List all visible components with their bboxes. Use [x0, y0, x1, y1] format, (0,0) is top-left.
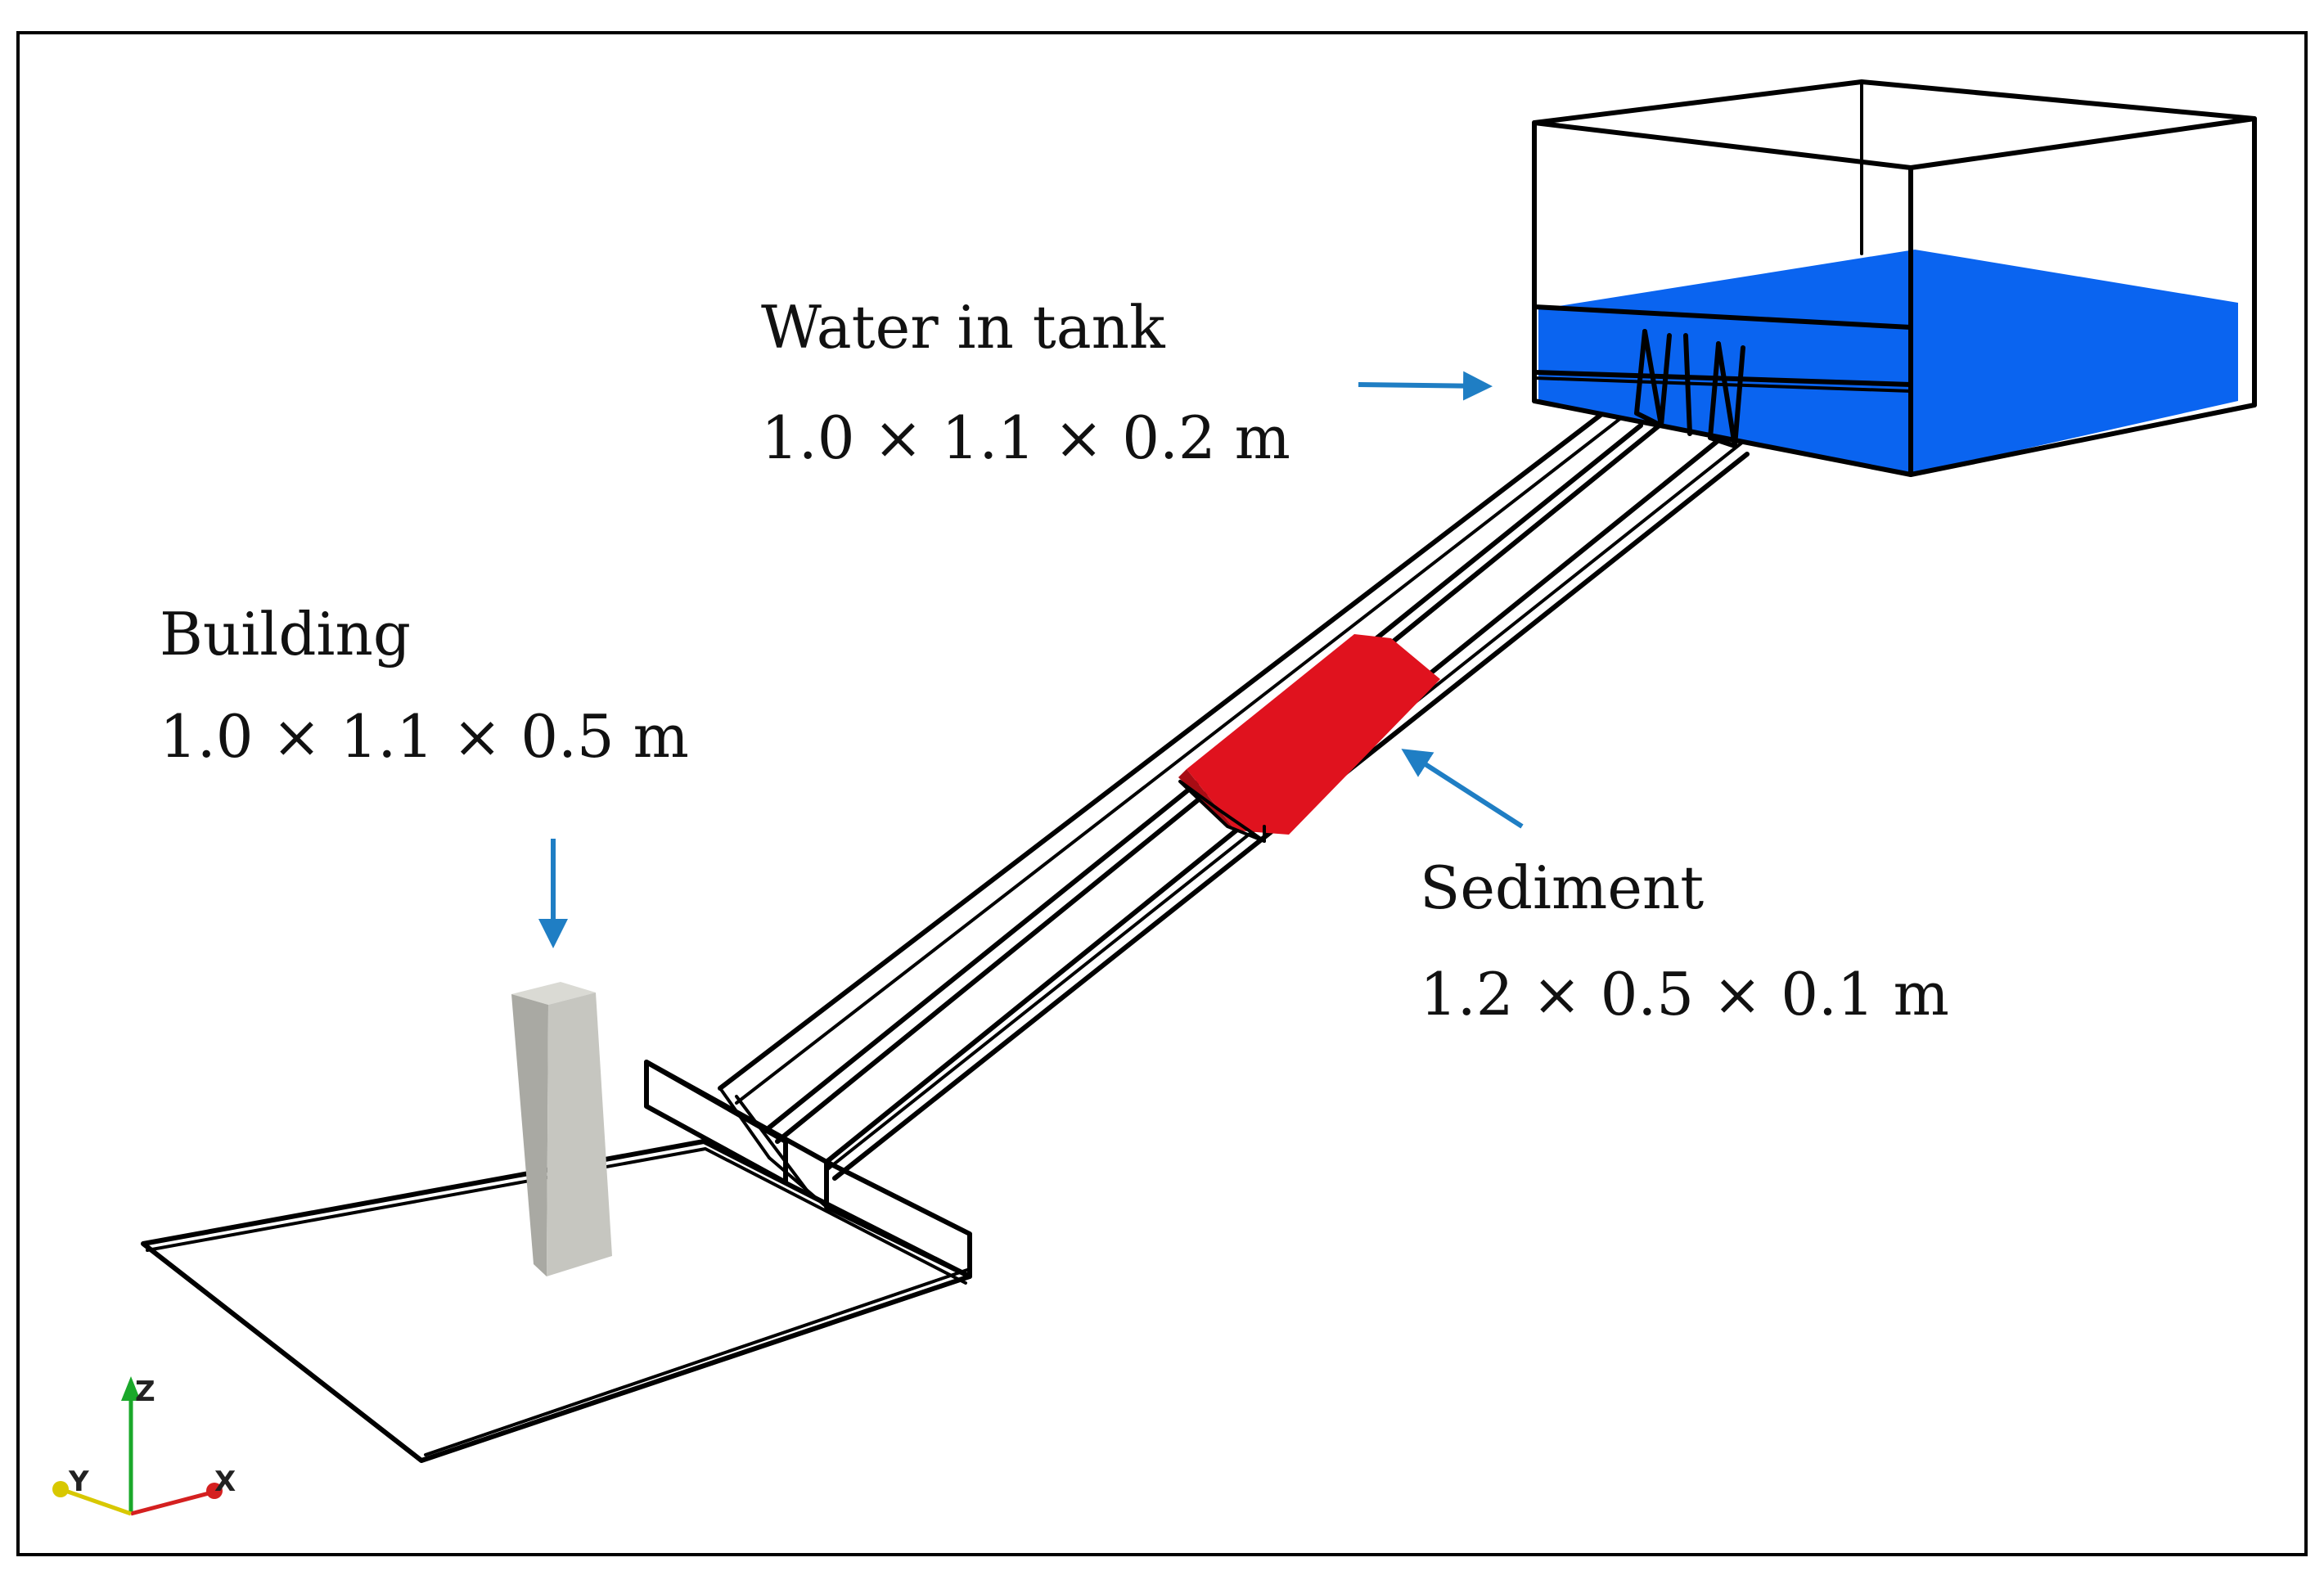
water-label: Water in tank — [761, 293, 1166, 362]
xyz-axis-triad-icon: Z X Y — [52, 1375, 236, 1516]
outlet-gate — [644, 1060, 972, 1279]
figure-border — [16, 31, 2308, 1556]
axis-x-label: X — [214, 1465, 236, 1498]
axis-y-label: Y — [68, 1465, 89, 1498]
water-front-face — [1538, 372, 1911, 475]
sediment-arrow — [1401, 749, 1524, 829]
sediment-block — [1178, 634, 1440, 843]
building-top — [511, 982, 596, 1005]
sediment-dims: 1.2 × 0.5 × 0.1 m — [1420, 960, 1949, 1029]
water-arrow — [1358, 371, 1493, 401]
building-front — [511, 994, 548, 1276]
water-dims: 1.0 × 1.1 × 0.2 m — [761, 403, 1290, 472]
axis-z-label: Z — [135, 1375, 155, 1408]
building-column — [511, 982, 612, 1276]
sediment-label: Sediment — [1420, 853, 1704, 922]
building-side — [547, 993, 612, 1276]
building-dims: 1.0 × 1.1 × 0.5 m — [160, 702, 689, 771]
water-tank — [1532, 79, 2257, 477]
building-label: Building — [160, 600, 411, 668]
